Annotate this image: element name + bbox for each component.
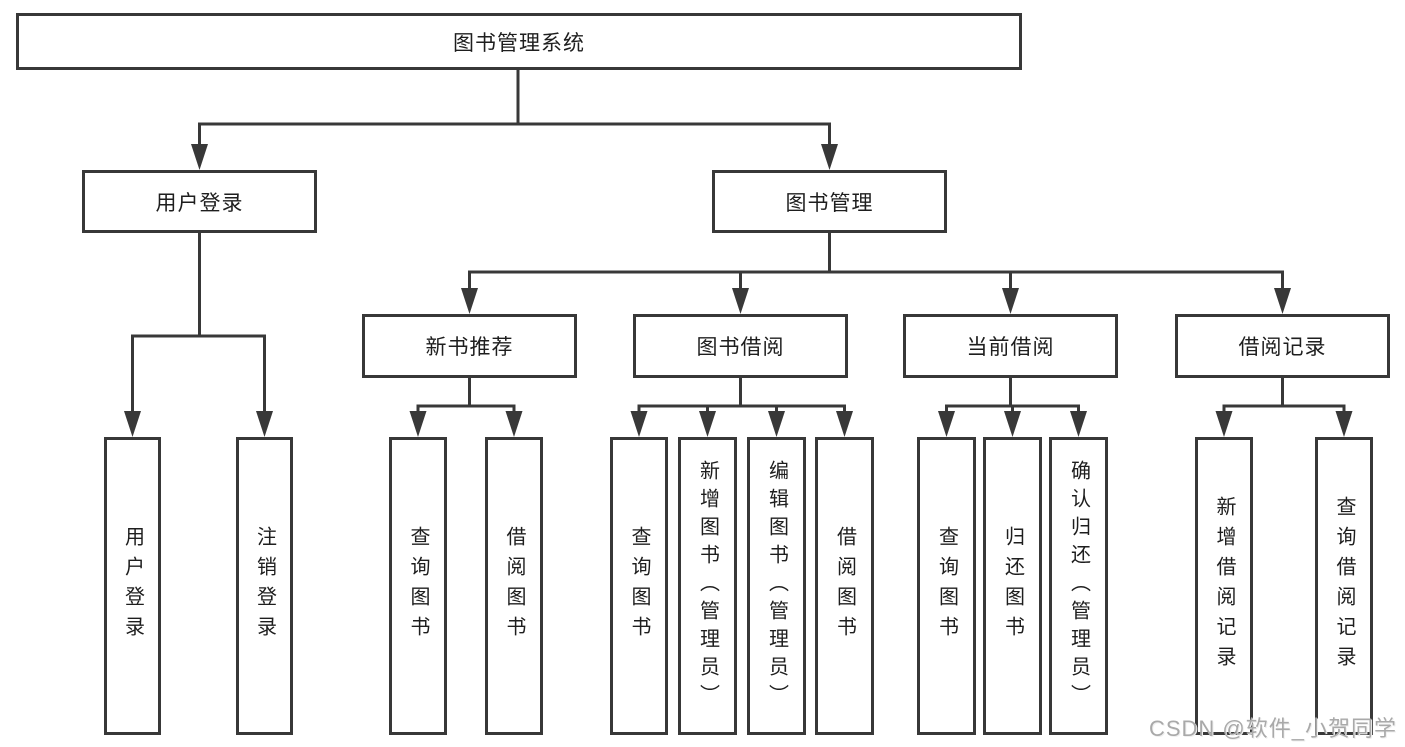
node-book-borrowing: 图书借阅 (633, 314, 848, 378)
node-edit-book-admin: 编辑图书（管理员） (747, 437, 806, 735)
node-label: 确认归还（管理员） (1067, 460, 1090, 712)
arrow-down-icon (630, 411, 648, 437)
node-current-borrowing: 当前借阅 (903, 314, 1118, 378)
node-query-books-recommend: 查询图书 (389, 437, 447, 735)
arrow-down-icon (256, 411, 273, 437)
node-user-login: 用户登录 (82, 170, 317, 233)
arrow-down-icon (768, 411, 785, 437)
node-borrow-records: 借阅记录 (1175, 314, 1390, 378)
node-label: 查询图书 (407, 526, 429, 646)
node-label: 图书管理 (785, 191, 874, 215)
arrow-down-icon (1335, 411, 1353, 437)
node-confirm-return-admin: 确认归还（管理员） (1049, 437, 1108, 735)
node-label: 借阅记录 (1238, 336, 1327, 359)
node-user-login-leaf: 用户登录 (104, 437, 161, 735)
arrow-down-icon (699, 411, 716, 437)
arrow-down-icon (409, 411, 427, 437)
arrow-down-icon (836, 411, 853, 437)
arrow-down-icon (461, 288, 478, 314)
arrow-down-icon (1004, 411, 1021, 437)
node-query-books-borrowing: 查询图书 (610, 437, 668, 735)
node-query-books-current: 查询图书 (917, 437, 976, 735)
watermark: CSDN @软件_小贺同学 (1148, 716, 1397, 741)
arrow-down-icon (1215, 411, 1233, 437)
node-label: 新书推荐 (425, 336, 514, 359)
node-label: 借阅图书 (833, 526, 856, 646)
node-label: 用户登录 (155, 191, 244, 215)
node-label: 查询图书 (628, 526, 650, 646)
node-query-borrow-record: 查询借阅记录 (1315, 437, 1373, 735)
node-label: 当前借阅 (966, 336, 1055, 359)
node-library-system: 图书管理系统 (16, 13, 1022, 70)
node-add-borrow-record: 新增借阅记录 (1195, 437, 1253, 735)
node-label: 图书管理系统 (453, 31, 585, 55)
node-label: 新增图书（管理员） (696, 460, 719, 712)
node-borrow-books-borrowing: 借阅图书 (815, 437, 874, 735)
node-label: 注销登录 (253, 526, 276, 646)
node-new-book-recommend: 新书推荐 (362, 314, 577, 378)
node-borrow-books-recommend: 借阅图书 (485, 437, 543, 735)
node-label: 用户登录 (121, 526, 144, 646)
node-label: 查询图书 (935, 526, 958, 646)
node-label: 借阅图书 (503, 526, 525, 646)
arrow-down-icon (124, 411, 141, 437)
node-label: 查询借阅记录 (1333, 496, 1355, 676)
node-label: 归还图书 (1001, 526, 1024, 646)
arrow-down-icon (191, 144, 208, 170)
node-logout: 注销登录 (236, 437, 293, 735)
arrow-down-icon (821, 144, 838, 170)
arrow-down-icon (1070, 411, 1087, 437)
node-label: 图书借阅 (696, 336, 785, 359)
node-return-book: 归还图书 (983, 437, 1042, 735)
node-add-book-admin: 新增图书（管理员） (678, 437, 737, 735)
arrow-down-icon (938, 411, 955, 437)
arrow-down-icon (505, 411, 523, 437)
node-book-management: 图书管理 (712, 170, 947, 233)
node-label: 编辑图书（管理员） (765, 460, 788, 712)
arrow-down-icon (1002, 288, 1019, 314)
node-label: 新增借阅记录 (1213, 496, 1235, 676)
arrow-down-icon (732, 288, 749, 314)
arrow-down-icon (1274, 288, 1291, 314)
